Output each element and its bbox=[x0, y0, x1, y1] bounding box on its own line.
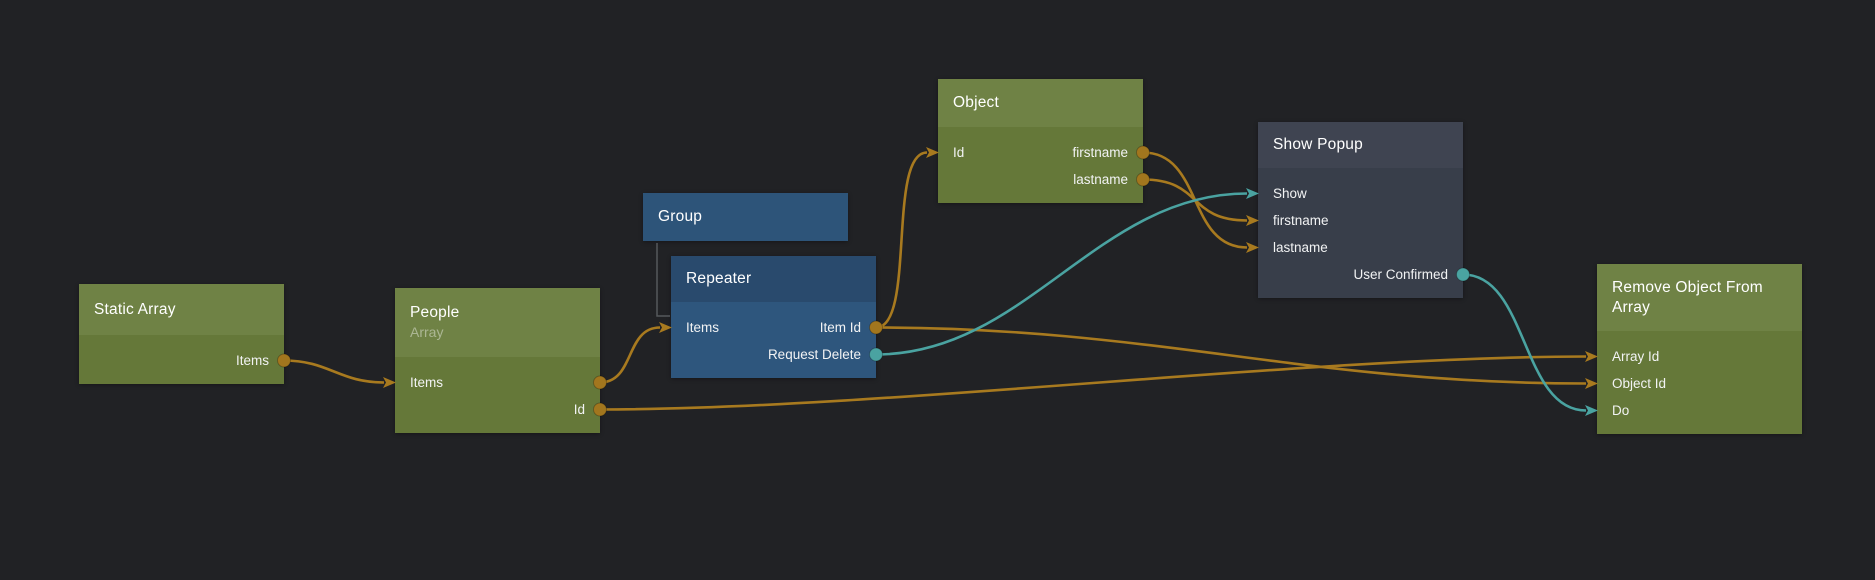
input-port-label: Array Id bbox=[1612, 349, 1660, 364]
input-port-label: Object Id bbox=[1612, 376, 1667, 391]
group-child-connector bbox=[656, 243, 670, 317]
node-title: Remove Object From Array bbox=[1612, 278, 1763, 316]
node-subtitle: Array bbox=[410, 324, 444, 340]
output-port-label: Items bbox=[235, 353, 269, 368]
input-port-label: Items bbox=[410, 375, 444, 390]
wire-repeater-to-remove-object-from-array[interactable] bbox=[875, 326, 1587, 385]
node-body-remove-object-from-array: Array Id Object Id Do bbox=[1597, 331, 1802, 434]
output-port-label: Item Id bbox=[819, 320, 861, 335]
wire-object-to-show-popup[interactable] bbox=[1142, 151, 1248, 249]
port-row[interactable]: Array Id bbox=[1597, 343, 1802, 370]
node-title: Repeater bbox=[686, 270, 752, 287]
wire-show-popup-to-remove-object-from-array[interactable] bbox=[1462, 273, 1587, 412]
wire-repeater-to-show-popup[interactable] bbox=[875, 192, 1248, 356]
output-port-label: firstname bbox=[1072, 145, 1128, 160]
node-body-static-array: Items bbox=[79, 335, 284, 384]
port-row[interactable]: Do bbox=[1597, 397, 1802, 424]
node-group[interactable]: Group bbox=[643, 193, 848, 241]
node-title: Group bbox=[658, 208, 703, 225]
port-row[interactable]: Items bbox=[395, 369, 600, 396]
output-port-label: Id bbox=[573, 402, 585, 417]
input-port-label: Items bbox=[686, 320, 720, 335]
port-row[interactable]: User Confirmed bbox=[1258, 261, 1463, 288]
wire-people-to-repeater[interactable] bbox=[599, 326, 661, 384]
input-port-label: firstname bbox=[1273, 213, 1329, 228]
output-port-label: lastname bbox=[1073, 172, 1128, 187]
node-title: People bbox=[410, 304, 460, 321]
node-header-repeater[interactable]: Repeater bbox=[671, 256, 876, 302]
node-header-object[interactable]: Object bbox=[938, 79, 1143, 127]
node-header-group[interactable]: Group bbox=[643, 193, 848, 241]
port-row[interactable]: firstname bbox=[1258, 207, 1463, 234]
node-header-static-array[interactable]: Static Array bbox=[79, 284, 284, 335]
node-header-show-popup[interactable]: Show Popup bbox=[1258, 122, 1463, 168]
wire-static-array-to-people[interactable] bbox=[283, 359, 385, 384]
output-port-label: Request Delete bbox=[767, 347, 861, 362]
node-header-remove-object-from-array[interactable]: Remove Object From Array bbox=[1597, 264, 1802, 331]
port-row[interactable]: lastname bbox=[1258, 234, 1463, 261]
input-port-label: Do bbox=[1612, 403, 1630, 418]
input-port-label: lastname bbox=[1273, 240, 1328, 255]
port-row[interactable]: Items Item Id bbox=[671, 314, 876, 341]
node-body-object: Id firstname lastname bbox=[938, 127, 1143, 203]
node-body-repeater: Items Item Id Request Delete bbox=[671, 302, 876, 378]
port-row[interactable]: lastname bbox=[938, 166, 1143, 193]
port-row[interactable]: Show bbox=[1258, 180, 1463, 207]
node-title: Static Array bbox=[94, 300, 176, 318]
port-row[interactable]: Id bbox=[395, 396, 600, 423]
port-row[interactable]: Items bbox=[79, 347, 284, 374]
wire-object-to-show-popup[interactable] bbox=[1142, 178, 1248, 222]
node-title: Show Popup bbox=[1273, 136, 1363, 153]
port-row[interactable]: Object Id bbox=[1597, 370, 1802, 397]
port-row[interactable]: Request Delete bbox=[671, 341, 876, 368]
wire-repeater-to-object[interactable] bbox=[875, 151, 928, 329]
input-port-label: Show bbox=[1273, 186, 1307, 201]
node-title: Object bbox=[953, 94, 999, 111]
output-port-label: User Confirmed bbox=[1353, 267, 1448, 282]
input-port-label: Id bbox=[953, 145, 965, 160]
port-row[interactable]: Id firstname bbox=[938, 139, 1143, 166]
